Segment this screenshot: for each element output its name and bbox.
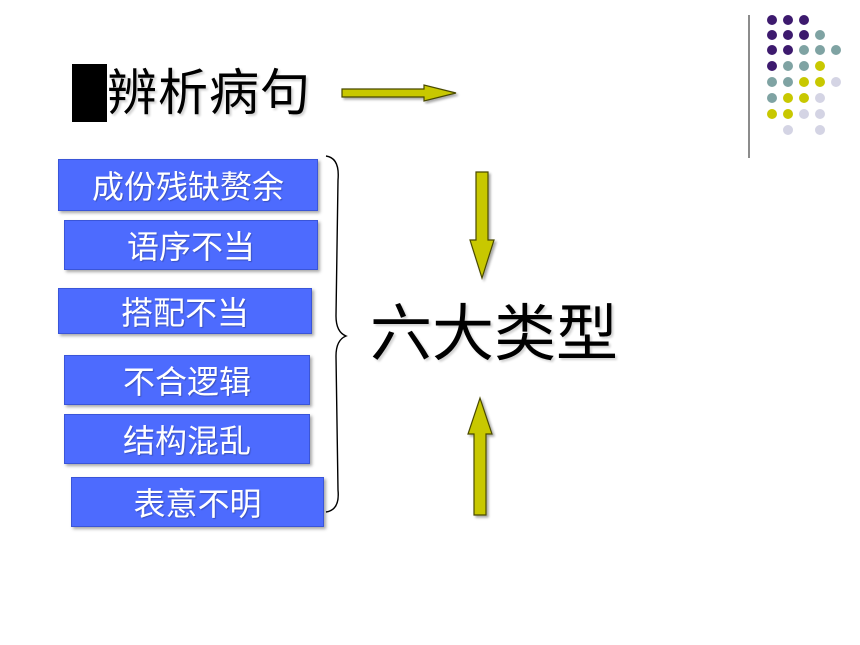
- center-label: 六大类型: [370, 297, 619, 370]
- right-arrow: [341, 84, 457, 102]
- down-arrow: [469, 171, 495, 280]
- decor-dot-grid: [767, 15, 841, 135]
- category-box-1: 成份残缺赘余: [58, 159, 318, 211]
- category-box-6: 表意不明: [71, 477, 324, 527]
- title-text: 辨析病句: [107, 64, 311, 122]
- category-box-3: 搭配不当: [58, 288, 312, 334]
- category-box-2: 语序不当: [64, 220, 318, 270]
- up-arrow: [467, 396, 493, 516]
- slide-title: 辨析病句: [72, 62, 311, 124]
- category-box-5: 结构混乱: [64, 414, 310, 464]
- title-bullet-block: [72, 64, 107, 122]
- right-brace: [325, 155, 348, 513]
- category-box-4: 不合逻辑: [64, 355, 310, 405]
